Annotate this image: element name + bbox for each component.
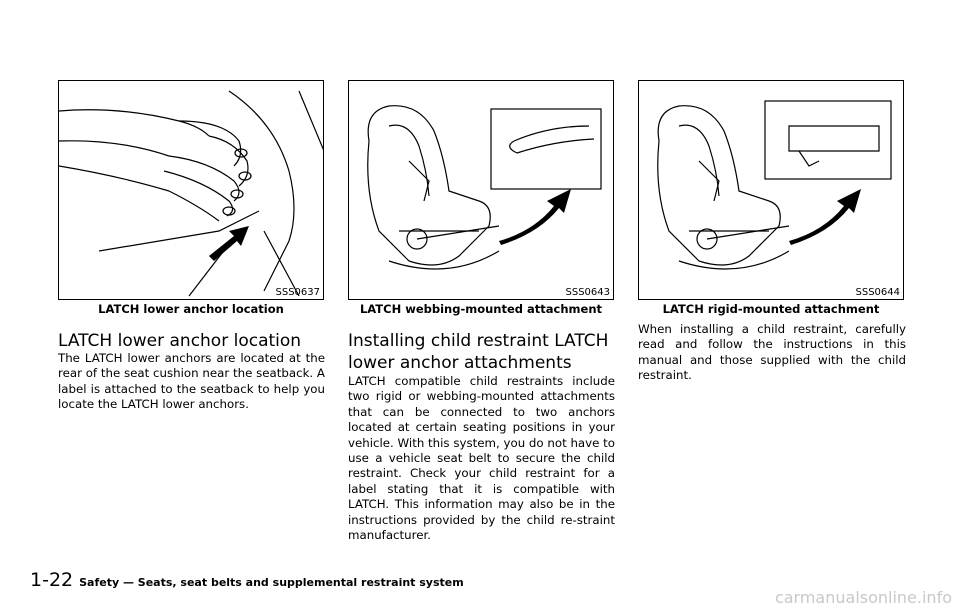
page-footer: 1-22 Safety — Seats, seat belts and suppl… [30, 569, 464, 591]
figure-caption: LATCH rigid-mounted attachment [662, 302, 880, 316]
watermark: carmanualsonline.info [774, 588, 952, 607]
section-heading-lower-anchor: LATCH lower anchor location [58, 331, 302, 351]
section-body-lower-anchor: The LATCH lower anchors are located at t… [58, 351, 325, 412]
figure-caption: LATCH lower anchor location [98, 302, 284, 316]
section-heading-installing: Installing child restraint LATCH lower a… [348, 331, 609, 373]
section-body-instructions: When installing a child restraint, caref… [638, 322, 906, 383]
figure-lower-anchor-location [58, 80, 324, 300]
seat-hands-illustration [59, 90, 323, 297]
figure-code: SSS0637 [275, 287, 321, 298]
page-number: 1-22 [30, 569, 74, 591]
figure-rigid-attachment [638, 80, 904, 300]
footer-title: Safety — Seats, seat belts and supplemen… [79, 576, 464, 589]
figure-code: SSS0644 [855, 287, 901, 298]
figure-caption: LATCH webbing-mounted attachment [359, 302, 603, 316]
child-seat-webbing-illustration [367, 105, 602, 270]
child-seat-rigid-illustration [657, 100, 892, 270]
figure-webbing-attachment [348, 80, 614, 300]
figure-code: SSS0643 [565, 287, 611, 298]
section-body-installing: LATCH compatible child restraints includ… [348, 374, 615, 543]
